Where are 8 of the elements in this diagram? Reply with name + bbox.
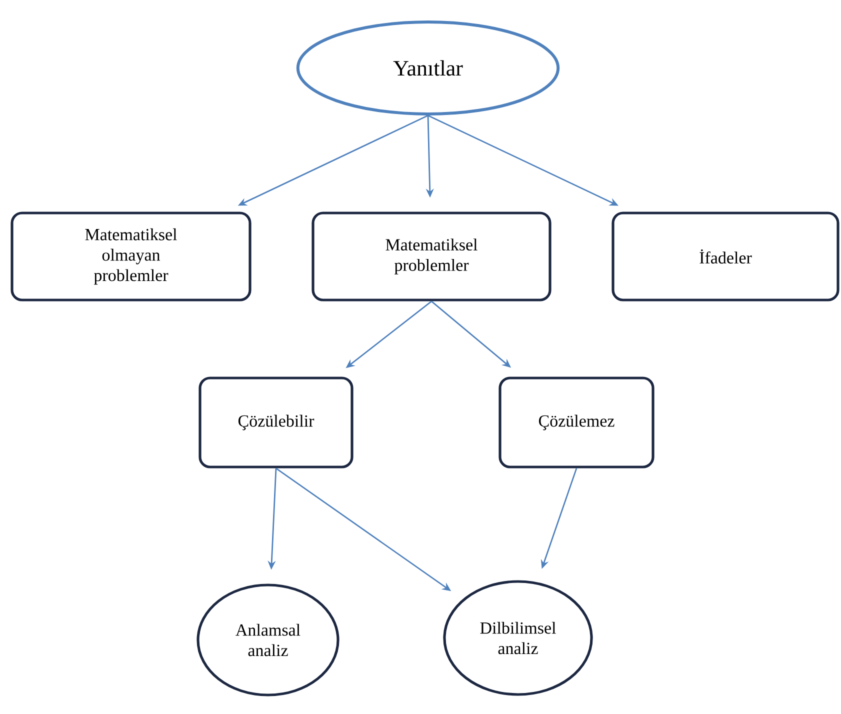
process-box: Matematiksel problemler xyxy=(312,212,552,302)
process-box: Matematiksel olmayan problemler xyxy=(10,212,252,302)
oval-node: Yanıtlar xyxy=(296,20,560,116)
circle-node: Dilbilimsel analiz xyxy=(443,580,593,696)
circle-node: Anlamsal analiz xyxy=(196,584,340,696)
process-box: Çözülemez xyxy=(498,376,654,468)
process-box: Çözülebilir xyxy=(198,376,354,468)
process-box: İfadeler xyxy=(612,212,840,302)
